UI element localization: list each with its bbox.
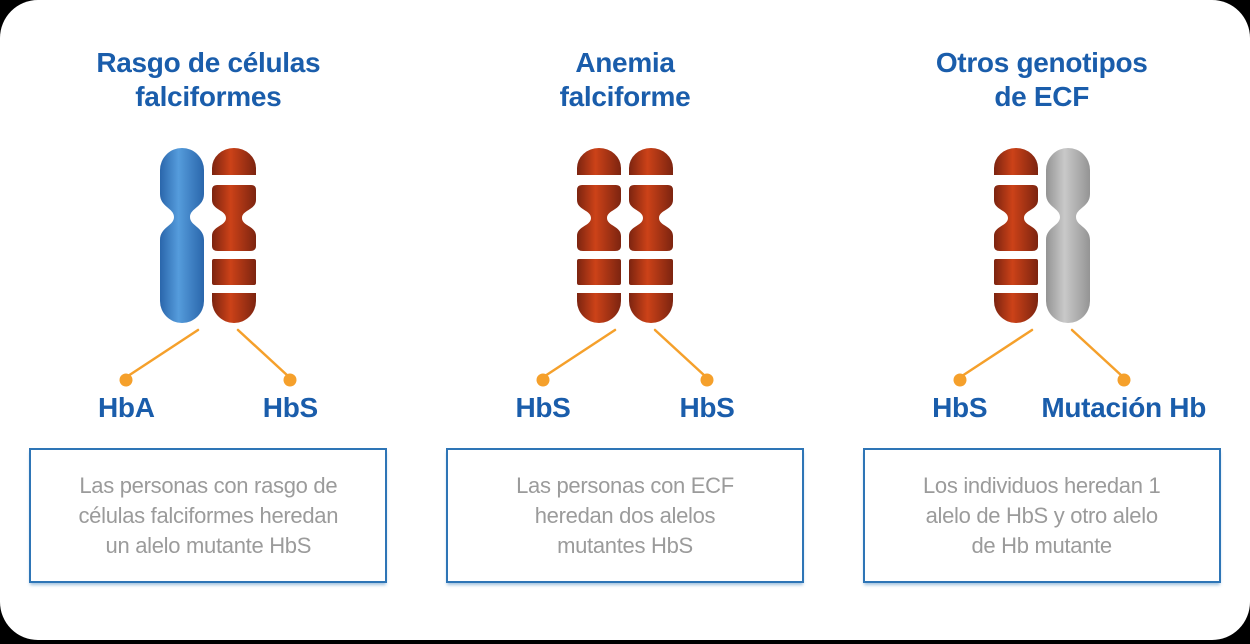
chromosome-hbs-red [212,148,257,323]
connector-line-right [1070,328,1123,378]
chromosome-hbs-red [993,148,1038,323]
chromosome-hb-mutant-gray [1045,148,1090,323]
connector-dot-left [953,373,967,387]
panel-title: Rasgo de células falciformes [96,47,321,112]
allele-labels: HbS Mutación Hb [872,392,1212,428]
connector-dot-right [1117,373,1131,387]
allele-label-right: HbS [679,392,735,423]
panel-sickle-cell-anemia: Anemia falciforme HbS HbS Las personas c… [417,46,834,583]
connector-dot-right [283,373,297,387]
connector-line-right [237,328,290,378]
connector-dot-left [119,373,133,387]
allele-labels: HbS HbS [455,392,795,428]
panel-title: Anemia falciforme [559,47,691,112]
allele-label-right: Mutación Hb [1041,392,1207,423]
chromosome-hbs-red [577,148,621,323]
chromosome-hbs-red [629,148,673,323]
connector-line-left [543,328,617,378]
description-text: Las personas con ECF heredan dos alelos … [516,472,734,558]
connector-line-right [653,328,707,378]
connector-line-left [127,328,200,378]
panel-title: Otros genotipos de ECF [935,47,1148,112]
allele-labels: HbA HbS [38,392,378,428]
description-box: Los individuos heredan 1 alelo de HbS y … [862,448,1221,583]
description-box: Las personas con ECF heredan dos alelos … [446,448,804,583]
allele-label-right: HbS [262,392,318,423]
genotype-columns: Rasgo de células falciformes HbA HbS Las… [0,46,1250,583]
chromosome-pair-figure [872,144,1212,390]
chromosome-hba-blue [160,148,205,323]
panel-sickle-cell-trait: Rasgo de células falciformes HbA HbS Las… [0,46,417,583]
allele-label-left: HbS [932,392,988,423]
chromosome-pair-figure [38,144,378,390]
connector-dot-right [700,373,714,387]
panel-other-scd-genotypes: Otros genotipos de ECF HbS Mutación Hb L… [833,46,1250,583]
description-box: Las personas con rasgo de células falcif… [29,448,388,583]
chromosome-pair-figure [455,144,795,390]
connector-line-left [960,328,1033,378]
allele-label-left: HbA [98,392,155,423]
description-text: Los individuos heredan 1 alelo de HbS y … [922,472,1161,558]
allele-label-left: HbS [515,392,571,423]
description-text: Las personas con rasgo de células falcif… [78,472,339,558]
connector-dot-left [536,373,550,387]
